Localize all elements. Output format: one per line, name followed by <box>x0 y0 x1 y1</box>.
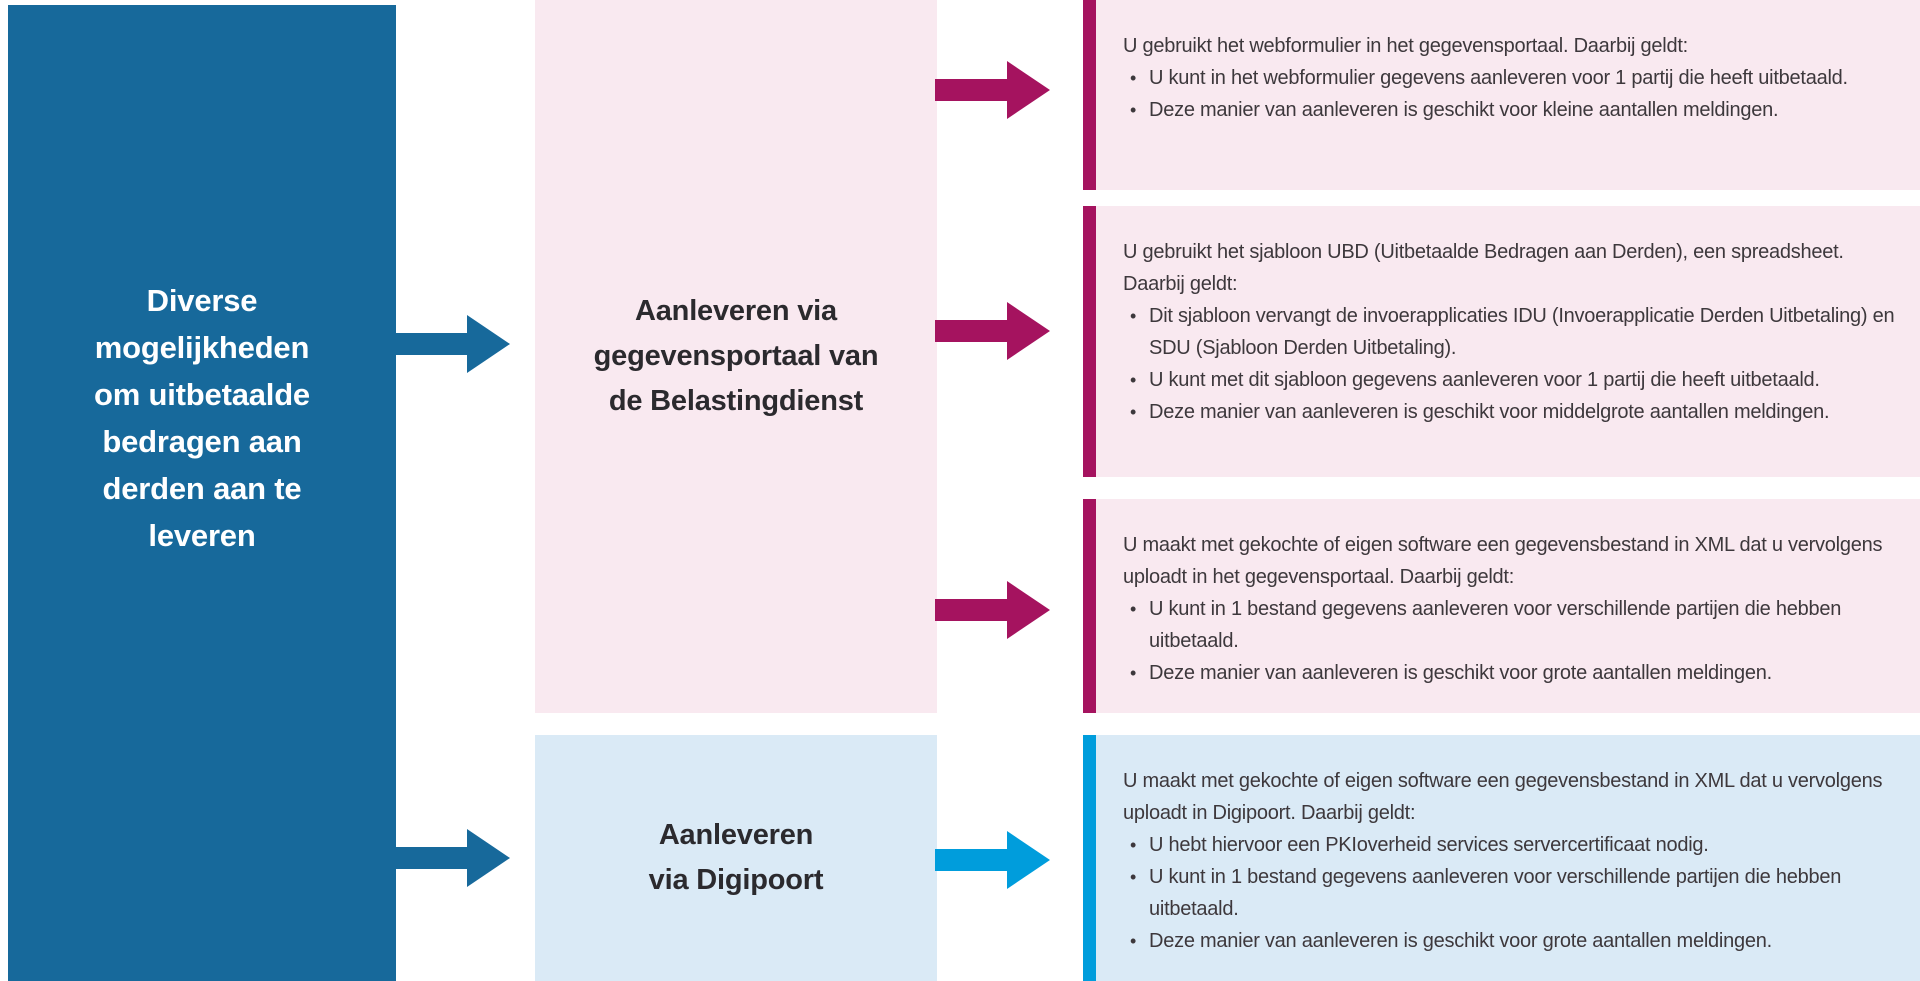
bullet-item: U kunt in 1 bestand gegevens aanleveren … <box>1123 593 1902 657</box>
detail-bullets: Dit sjabloon vervangt de invoerapplicati… <box>1123 300 1902 428</box>
bullet-item: Deze manier van aanleveren is geschikt v… <box>1123 396 1902 428</box>
detail-box-xml-digipoort: U maakt met gekochte of eigen software e… <box>1083 735 1920 981</box>
bullet-item: Deze manier van aanleveren is geschikt v… <box>1123 94 1902 126</box>
detail-intro: U maakt met gekochte of eigen software e… <box>1123 770 1883 824</box>
detail-intro: U maakt met gekochte of eigen software e… <box>1123 534 1883 588</box>
arrow-digipoort-to-xml-upload <box>935 830 1051 890</box>
detail-box-sjabloon-ubd: U gebruikt het sjabloon UBD (Uitbetaalde… <box>1083 206 1920 477</box>
bullet-item: U kunt met dit sjabloon gegevens aanleve… <box>1123 364 1902 396</box>
detail-bullets: U kunt in 1 bestand gegevens aanleveren … <box>1123 593 1902 689</box>
arrow-gegevensportaal-to-sjabloon-ubd <box>935 301 1051 361</box>
bullet-item: U kunt in het webformulier gegevens aanl… <box>1123 62 1902 94</box>
arrow-root-to-digipoort <box>395 828 511 888</box>
detail-intro: U gebruikt het sjabloon UBD (Uitbetaalde… <box>1123 241 1844 295</box>
detail-bullets: U kunt in het webformulier gegevens aanl… <box>1123 62 1902 126</box>
bullet-item: U kunt in 1 bestand gegevens aanleveren … <box>1123 861 1902 925</box>
bullet-item: Dit sjabloon vervangt de invoerapplicati… <box>1123 300 1902 364</box>
bullet-item: U hebt hiervoor een PKIoverheid services… <box>1123 829 1902 861</box>
arrow-root-to-gegevensportaal <box>395 314 511 374</box>
arrow-gegevensportaal-to-xml-upload <box>935 580 1051 640</box>
detail-intro: U gebruikt het webformulier in het gegev… <box>1123 35 1688 57</box>
detail-bullets: U hebt hiervoor een PKIoverheid services… <box>1123 829 1902 957</box>
arrow-gegevensportaal-to-webformulier <box>935 60 1051 120</box>
bullet-item: Deze manier van aanleveren is geschikt v… <box>1123 657 1902 689</box>
detail-box-xml-gegevensportaal: U maakt met gekochte of eigen software e… <box>1083 499 1920 713</box>
bullet-item: Deze manier van aanleveren is geschikt v… <box>1123 925 1902 957</box>
detail-box-webformulier: U gebruikt het webformulier in het gegev… <box>1083 0 1920 190</box>
